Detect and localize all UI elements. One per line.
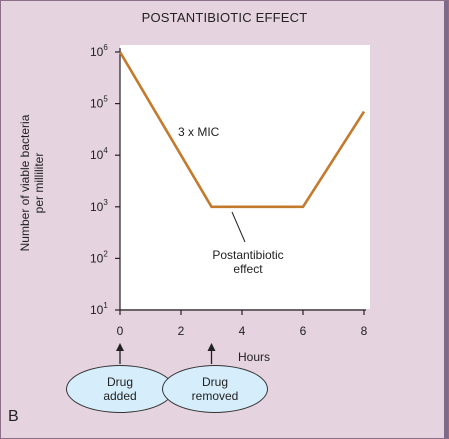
x-tick-label: 2 <box>178 324 185 338</box>
drug-removed-arrow-head <box>207 343 216 351</box>
plot-area <box>120 45 370 309</box>
series-line <box>118 51 366 209</box>
y-axis-label: Number of viable bacteria per milliliter <box>18 114 46 252</box>
chart-title: POSTANTIBIOTIC EFFECT <box>141 10 308 25</box>
x-tick-label: 0 <box>117 324 124 338</box>
panel-letter: B <box>8 408 19 425</box>
x-tick-label: 8 <box>361 324 368 338</box>
drug-added-bubble: Drug added <box>66 365 174 413</box>
x-tick-label: 4 <box>239 324 246 338</box>
drug-added-arrow-head <box>116 343 124 351</box>
drug-added-label: Drug added <box>103 375 137 403</box>
postantibiotic-effect-label: Postantibiotic effect <box>212 248 284 276</box>
curve-label: 3 x MIC <box>178 125 220 139</box>
y-tick-label: 105 <box>90 95 108 111</box>
y-tick-label: 102 <box>90 249 108 265</box>
drug-removed-bubble: Drug removed <box>162 365 268 413</box>
y-tick-label: 101 <box>90 301 108 317</box>
x-axis-label: Hours <box>238 350 271 364</box>
x-tick-label: 6 <box>300 324 307 338</box>
y-tick-label: 106 <box>90 43 108 59</box>
drug-removed-label: Drug removed <box>191 375 239 403</box>
y-tick-label: 104 <box>90 146 108 162</box>
y-tick-label: 103 <box>90 198 108 214</box>
pae-leader-line <box>231 211 246 243</box>
